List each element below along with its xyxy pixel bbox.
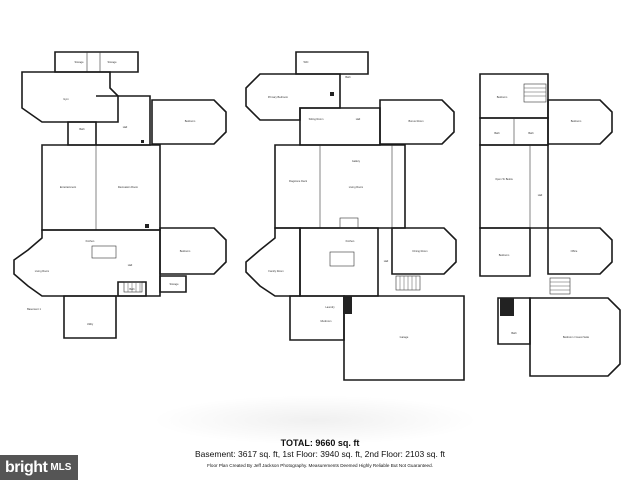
svg-text:Bath: Bath	[494, 131, 500, 135]
svg-text:Basement 1: Basement 1	[27, 307, 41, 311]
svg-text:Kitchen: Kitchen	[86, 239, 95, 243]
svg-text:Recreation Room: Recreation Room	[118, 185, 138, 189]
svg-text:Open To Below: Open To Below	[495, 177, 513, 181]
floor-plan-credit: Floor Plan Created By Jeff Jackson Photo…	[207, 463, 433, 468]
svg-text:Utility: Utility	[87, 322, 94, 326]
svg-text:Bedroom / Guest Suite: Bedroom / Guest Suite	[563, 335, 590, 339]
svg-text:Mudroom: Mudroom	[321, 319, 332, 323]
svg-text:Storage: Storage	[74, 60, 84, 64]
svg-text:Gym: Gym	[63, 97, 68, 101]
basement-plan: Storage Storage Gym Bath Hall Bedroom En…	[13, 51, 227, 339]
total-area: TOTAL: 9660 sq. ft	[280, 438, 360, 448]
svg-text:Bedroom: Bedroom	[499, 253, 510, 257]
first-floor-plan: WIC Bath Primary Bedroom Sitting Room Ha…	[245, 51, 465, 381]
svg-text:Flagstone Deck: Flagstone Deck	[289, 179, 308, 183]
svg-text:Bonus Room: Bonus Room	[409, 119, 424, 123]
svg-text:Bath: Bath	[528, 131, 534, 135]
svg-text:Bedroom: Bedroom	[180, 249, 191, 253]
svg-text:Bedroom: Bedroom	[185, 119, 196, 123]
svg-text:Laundry: Laundry	[325, 305, 335, 309]
logo-wordmark: bright	[5, 458, 48, 476]
svg-text:Bath: Bath	[511, 331, 517, 335]
second-floor-plan: Bedroom Bedroom Bath Bath Hall Open To B…	[479, 73, 621, 377]
svg-text:Sitting Room: Sitting Room	[309, 117, 324, 121]
svg-text:Bedroom: Bedroom	[571, 119, 582, 123]
svg-text:Kitchen: Kitchen	[346, 239, 355, 243]
svg-text:Hall: Hall	[538, 193, 543, 197]
svg-text:Dining Room: Dining Room	[413, 249, 428, 253]
svg-text:Bath: Bath	[345, 75, 351, 79]
svg-text:Entertainment: Entertainment	[60, 185, 76, 189]
logo-suffix: MLS	[50, 462, 72, 473]
svg-text:Living Room: Living Room	[349, 185, 363, 189]
svg-text:WIC: WIC	[303, 60, 308, 64]
svg-text:Hall: Hall	[356, 117, 361, 121]
svg-text:Family Room: Family Room	[268, 269, 283, 273]
svg-text:Bath: Bath	[79, 127, 85, 131]
svg-text:Hall: Hall	[384, 259, 389, 263]
svg-text:Primary Bedroom: Primary Bedroom	[268, 95, 288, 99]
svg-text:Storage: Storage	[107, 60, 117, 64]
svg-text:Living Room: Living Room	[35, 269, 49, 273]
svg-text:Bath: Bath	[129, 287, 135, 291]
svg-text:Hall: Hall	[128, 263, 133, 267]
area-breakdown: Basement: 3617 sq. ft, 1st Floor: 3940 s…	[195, 449, 445, 459]
svg-text:Office: Office	[571, 249, 578, 253]
area-summary: TOTAL: 9660 sq. ft Basement: 3617 sq. ft…	[150, 438, 490, 469]
svg-text:Gallery: Gallery	[352, 159, 361, 163]
svg-text:Garage: Garage	[400, 335, 409, 339]
floor-shadow	[150, 395, 480, 445]
svg-text:Storage: Storage	[169, 282, 179, 286]
svg-text:Hall: Hall	[123, 125, 128, 129]
svg-text:Bedroom: Bedroom	[497, 95, 508, 99]
brightmls-logo: bright MLS	[0, 455, 78, 480]
